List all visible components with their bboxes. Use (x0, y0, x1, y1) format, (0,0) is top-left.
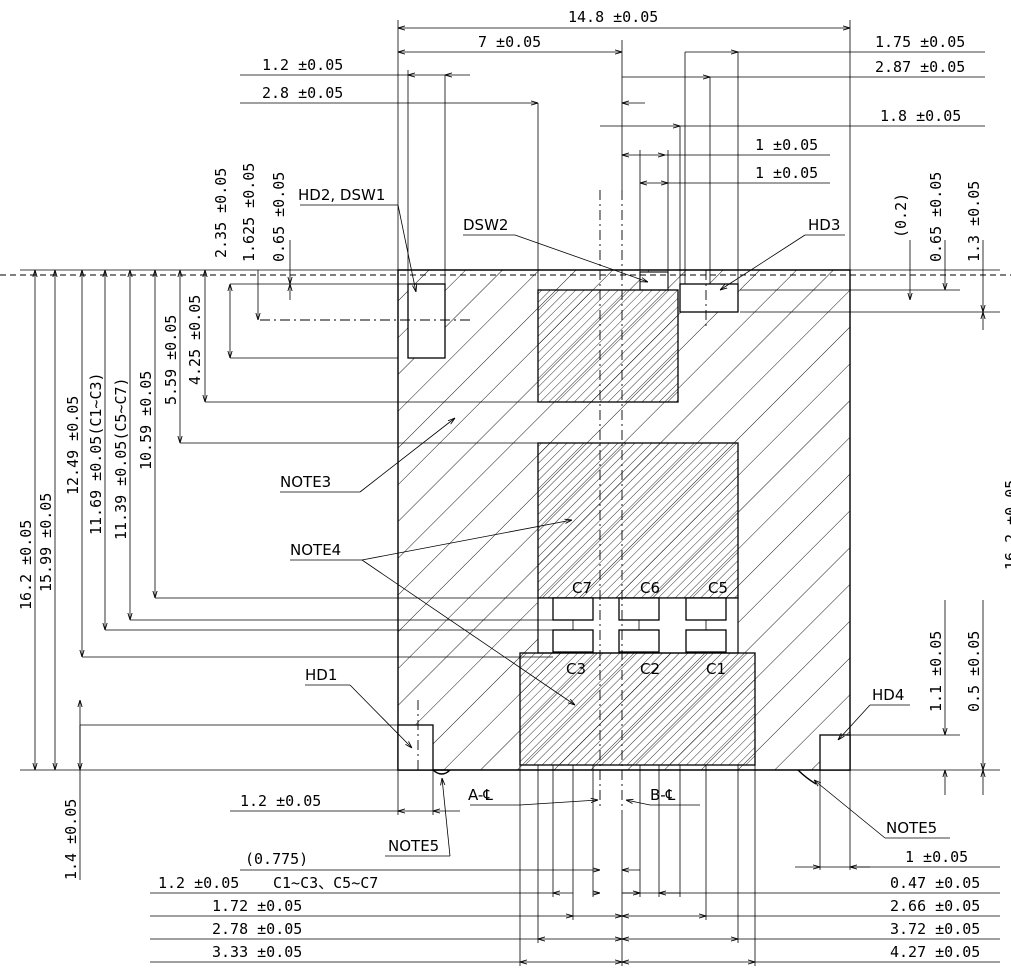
right-dimension-lines (740, 240, 1000, 795)
dim-bottom-4-27: 4.27 ±0.05 (890, 943, 980, 961)
left-dimension-lines (20, 240, 553, 880)
dim-v-1-625: 1.625 ±0.05 (240, 163, 258, 262)
label-note5-left: NOTE5 (388, 837, 439, 855)
dim-v-16-2-right: 16.2 ±0.05 (1002, 480, 1011, 570)
dim-right-1-75: 1.75 ±0.05 (875, 33, 965, 51)
label-centerline-a: A-℄ (468, 786, 493, 804)
cell-c3: C3 (566, 660, 586, 678)
cell-c6: C6 (640, 579, 660, 597)
dim-right-1-8: 1.8 ±0.05 (880, 107, 961, 125)
label-hd1: HD1 (305, 666, 337, 684)
fillets (432, 769, 817, 785)
dim-bottom-2-78: 2.78 ±0.05 (212, 920, 302, 938)
dim-v-1-4: 1.4 ±0.05 (62, 799, 80, 880)
cell-c7: C7 (572, 579, 592, 597)
dim-v-5-59: 5.59 ±0.05 (162, 315, 180, 405)
dim-v-11-69: 11.69 ±0.05(C1~C3) (87, 372, 105, 535)
dim-pitch-b: 1 ±0.05 (755, 164, 818, 182)
dimension-texts-top: 14.8 ±0.05 7 ±0.05 1.2 ±0.05 2.8 ±0.05 1… (262, 8, 965, 182)
dim-v-2-35: 2.35 ±0.05 (212, 168, 230, 258)
bottom-dimension-lines (150, 765, 1000, 966)
dim-v-15-99: 15.99 ±0.05 (37, 493, 55, 592)
cell-c1: C1 (706, 660, 726, 678)
dim-top-width: 14.8 ±0.05 (568, 8, 658, 26)
label-note3: NOTE3 (280, 473, 331, 491)
middle-block (537, 442, 739, 599)
dim-bottom-3-72: 3.72 ±0.05 (890, 920, 980, 938)
label-note5-right: NOTE5 (886, 819, 937, 837)
dim-v-0-2-ref: (0.2) (892, 193, 910, 238)
top-dimension-lines (240, 20, 985, 290)
dim-bottom-1-2: 1.2 ±0.05 (240, 792, 321, 810)
label-note4: NOTE4 (290, 541, 341, 559)
label-hd4: HD4 (872, 686, 904, 704)
lower-block (519, 652, 756, 766)
dim-left-1-2: 1.2 ±0.05 (262, 56, 343, 74)
dim-v-0-65-left: 0.65 ±0.05 (270, 172, 288, 262)
dimension-texts-bottom: 1.2 ±0.05 (0.775) 1.2 ±0.05 C1~C3、C5~C7 … (158, 792, 980, 961)
dim-right-2-87: 2.87 ±0.05 (875, 58, 965, 76)
dim-v-11-39: 11.39 ±0.05(C5~C7) (112, 377, 130, 540)
dim-v-1-3: 1.3 ±0.05 (965, 181, 983, 262)
label-hd2-dsw1: HD2, DSW1 (298, 186, 385, 204)
dimension-texts-vertical: 2.35 ±0.05 1.625 ±0.05 0.65 ±0.05 (0.2) … (17, 163, 1011, 880)
dim-bottom-1-2-c: 1.2 ±0.05 (158, 874, 239, 892)
dim-bottom-1: 1 ±0.05 (905, 848, 968, 866)
dim-bottom-1-72: 1.72 ±0.05 (212, 897, 302, 915)
dim-bottom-c-note: C1~C3、C5~C7 (273, 874, 378, 892)
dim-v-1-1: 1.1 ±0.05 (927, 631, 945, 712)
label-hd3: HD3 (808, 216, 840, 234)
dim-v-0-65-right: 0.65 ±0.05 (927, 172, 945, 262)
dim-v-12-49: 12.49 ±0.05 (64, 396, 82, 495)
dim-top-half: 7 ±0.05 (478, 33, 541, 51)
upper-block (537, 289, 679, 403)
dim-left-2-8: 2.8 ±0.05 (262, 84, 343, 102)
cell-pads (552, 597, 727, 653)
dim-v-16-2-left: 16.2 ±0.05 (17, 520, 35, 610)
label-dsw2: DSW2 (463, 216, 508, 234)
dim-bottom-3-33: 3.33 ±0.05 (212, 943, 302, 961)
cell-c5: C5 (708, 579, 728, 597)
feature-labels: HD2, DSW1 DSW2 HD3 NOTE3 NOTE4 HD1 HD4 N… (280, 186, 937, 855)
dim-v-0-5: 0.5 ±0.05 (965, 631, 983, 712)
dim-bottom-2-66: 2.66 ±0.05 (890, 897, 980, 915)
dim-v-4-25: 4.25 ±0.05 (186, 295, 204, 385)
dim-bottom-0-775: (0.775) (245, 850, 308, 868)
dim-v-10-59: 10.59 ±0.05 (137, 371, 155, 470)
centerlines (0, 190, 1011, 810)
label-centerline-b: B-℄ (650, 786, 676, 804)
leader-lines (280, 204, 950, 857)
dim-pitch-a: 1 ±0.05 (755, 136, 818, 154)
dim-bottom-0-47: 0.47 ±0.05 (890, 874, 980, 892)
cell-c2: C2 (640, 660, 660, 678)
